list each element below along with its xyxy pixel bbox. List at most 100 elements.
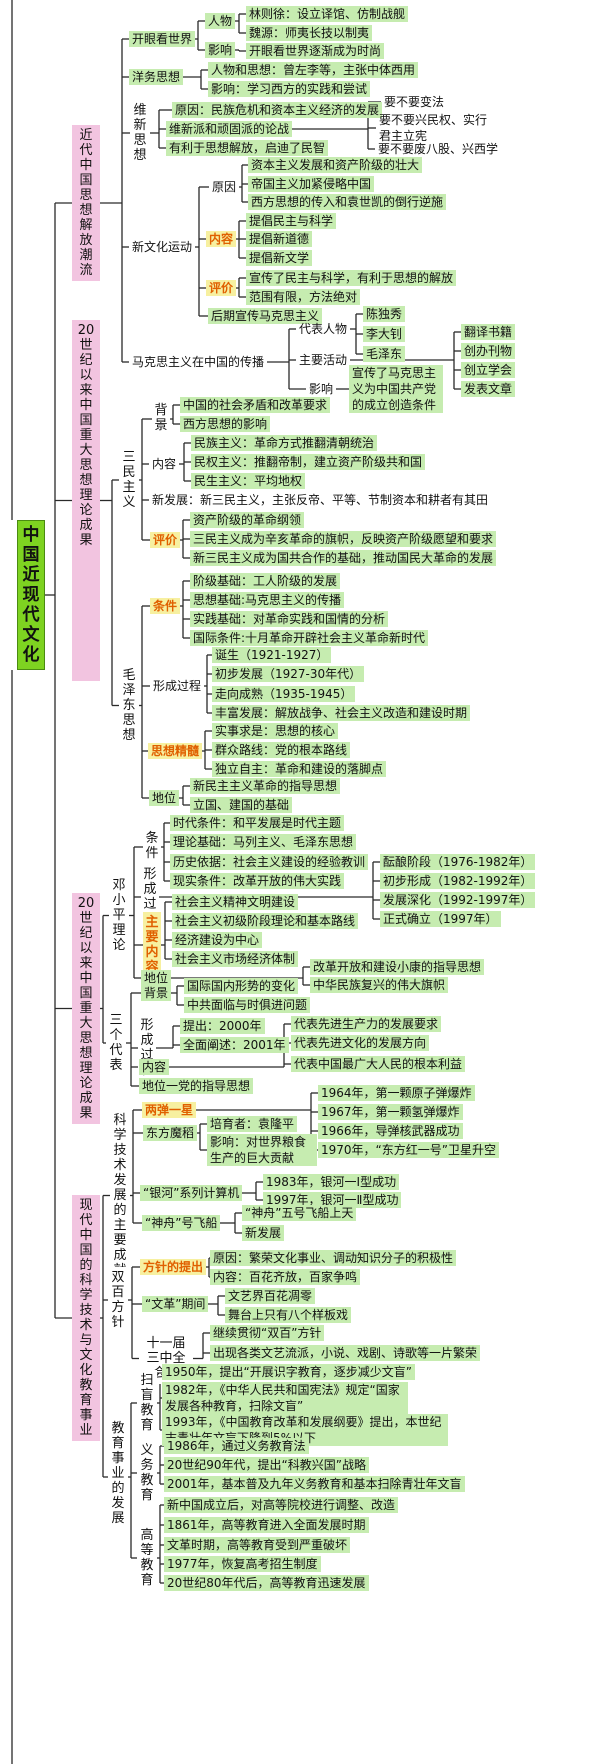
- leaf-node: 20世纪90年代，提出“科教兴国”战略: [164, 1457, 369, 1473]
- leaf-node: 要不要废八股、兴西学: [378, 142, 499, 156]
- leaf-node: 继续贯彻“双百”方针: [210, 1325, 325, 1341]
- leaf-node: 出现各类文艺流派，小说、戏剧、诗歌等一片繁荣: [210, 1345, 481, 1361]
- leaf-node: 社会主义初级阶段理论和基本路线: [172, 913, 359, 929]
- leaf-node: 民生主义：平均地权: [191, 473, 306, 489]
- leaf-node: 1982年，《中华人民共和国宪法》规定“国家发展各种教育，扫除文盲”: [162, 1382, 408, 1414]
- section-label: 现代中国的科学技术与文化教育事业: [72, 1195, 100, 1441]
- leaf-node: 中共面临与时俱进问题: [184, 997, 311, 1013]
- branch-node: 评价: [150, 532, 181, 548]
- leaf-node: 中国的社会矛盾和改革要求: [180, 397, 331, 413]
- leaf-node: 代表中国最广大人民的根本利益: [291, 1056, 466, 1072]
- leaf-node: 创办刊物: [461, 343, 516, 359]
- leaf-node: 1861年，高等教育进入全面发展时期: [164, 1517, 369, 1533]
- leaf-node: 初步形成（1982-1992年）: [380, 873, 536, 889]
- leaf-node: 发展深化（1992-1997年）: [380, 892, 536, 908]
- leaf-node: 文艺界百花凋零: [225, 1288, 316, 1304]
- branch-node: “银河”系列计算机: [140, 1185, 243, 1201]
- leaf-node: 群众路线：党的根本路线: [212, 742, 351, 758]
- branch-node: 背景: [152, 400, 170, 438]
- leaf-node: 代表先进生产力的发展要求: [291, 1016, 442, 1032]
- leaf-node: “神舟”五号飞船上天: [242, 1205, 357, 1221]
- leaf-node: 帝国主义加紧侵略中国: [248, 176, 375, 192]
- branch-node: 思想精髓: [148, 743, 203, 759]
- leaf-node: 代表先进文化的发展方向: [291, 1035, 430, 1051]
- leaf-node: 三民主义成为辛亥革命的旗帜，反映资产阶级愿望和要求: [190, 531, 497, 547]
- leaf-node: 现实条件：改革开放的伟大实践: [170, 873, 345, 889]
- leaf-node: 新民主主义革命的指导思想: [190, 778, 341, 794]
- leaf-node: 社会主义精神文明建设: [172, 894, 299, 910]
- leaf-node: 发表文章: [461, 381, 516, 397]
- leaf-node: 实事求是：思想的核心: [212, 723, 339, 739]
- branch-node: 义务教育: [137, 1440, 157, 1506]
- branch-node: 维新派和顽固派的论战: [166, 121, 293, 137]
- leaf-node: 影响：学习西方的实践和尝试: [208, 81, 371, 97]
- leaf-node: 资产阶级的革命纲领: [190, 512, 305, 528]
- leaf-node: 1970年，“东方红一号”卫星升空: [318, 1142, 499, 1158]
- leaf-node: 历史依据：社会主义建设的经验教训: [170, 854, 369, 870]
- leaf-node: 新中国成立后，对高等院校进行调整、改造: [164, 1497, 399, 1513]
- leaf-node: 原因：繁荣文化事业、调动知识分子的积极性: [210, 1250, 457, 1266]
- leaf-node: 舞台上只有八个样板戏: [225, 1307, 352, 1323]
- leaf-node: 1997年，银河一Ⅱ型成功: [263, 1192, 402, 1208]
- branch-node: 主要内容: [143, 912, 161, 978]
- leaf-node: 魏源：师夷长技以制夷: [246, 25, 373, 41]
- section-label: 20世纪以来中国重大思想理论成果: [72, 893, 100, 1124]
- leaf-node: 1967年，第一颗氢弹爆炸: [318, 1104, 463, 1120]
- branch-node: 开眼看世界: [129, 31, 196, 47]
- branch-node: 代表人物: [299, 322, 348, 336]
- leaf-node: 经济建设为中心: [172, 932, 263, 948]
- leaf-node: 1950年，提出“开展识字教育，逐步减少文盲”: [162, 1364, 415, 1380]
- leaf-node: 中华民族复兴的伟大旗帜: [310, 977, 449, 993]
- leaf-node: 林则徐：设立译馆、仿制战舰: [246, 6, 409, 22]
- branch-node: 主要活动: [299, 353, 348, 367]
- leaf-node: 范围有限，方法绝对: [246, 289, 361, 305]
- leaf-node: 提倡新文学: [246, 250, 313, 266]
- branch-node: 内容: [139, 1059, 170, 1075]
- leaf-node: 原因：民族危机和资本主义经济的发展: [172, 102, 383, 118]
- leaf-node: 阶级基础：工人阶级的发展: [190, 573, 341, 589]
- branch-node: 三个代表: [106, 1010, 126, 1076]
- leaf-node: 思想基础:马克思主义的传播: [190, 592, 345, 608]
- root-title: 中国近现代文化: [17, 520, 45, 670]
- leaf-node: 民族主义：革命方式推翻清朝统治: [191, 435, 378, 451]
- leaf-node: 国际国内形势的变化: [184, 978, 299, 994]
- leaf-node: 民权主义：推翻帝制，建立资产阶级共和国: [191, 454, 426, 470]
- branch-node: 两弹一星: [142, 1102, 197, 1118]
- leaf-node: 诞生（1921-1927）: [212, 647, 332, 663]
- branch-node: 洋务思想: [129, 69, 184, 85]
- branch-node: 人物: [205, 13, 236, 29]
- leaf-node: 国际条件:十月革命开辟社会主义革命新时代: [190, 630, 429, 646]
- leaf-node: 有利于思想解放，启迪了民智: [166, 140, 329, 156]
- leaf-node: 全面阐述：2001年: [180, 1037, 289, 1053]
- branch-node: 三民主义: [119, 447, 139, 513]
- leaf-node: 改革开放和建设小康的指导思想: [310, 959, 485, 975]
- leaf-node: 理论基础：马列主义、毛泽东思想: [170, 834, 357, 850]
- branch-node: 毛泽东思想: [119, 665, 139, 746]
- branch-node: 维新思想: [130, 100, 150, 166]
- branch-node: 教育事业的发展: [108, 1418, 128, 1536]
- leaf-node: 1986年，通过义务教育法: [164, 1438, 309, 1454]
- leaf-node: 1966年，导弹核武器成功: [318, 1123, 463, 1139]
- leaf-node: 2001年，基本普及九年义务教育和基本扫除青壮年文盲: [164, 1476, 465, 1492]
- leaf-node: 提出：2000年: [180, 1018, 265, 1034]
- leaf-node: 1983年，银河一Ⅰ型成功: [263, 1174, 400, 1190]
- branch-node: 双百方针: [108, 1267, 128, 1333]
- leaf-node: 提倡新道德: [246, 231, 313, 247]
- leaf-node: 宣传了马克思主义为中国共产党的成立创造条件: [349, 365, 443, 413]
- leaf-node: 时代条件：和平发展是时代主题: [170, 815, 345, 831]
- leaf-node: 初步发展（1927-30年代）: [212, 666, 365, 682]
- branch-node: 评价: [206, 280, 237, 296]
- leaf-node: 地位一党的指导思想: [139, 1078, 254, 1094]
- branch-node: 扫盲教育: [137, 1370, 157, 1436]
- branch-node: 内容: [152, 457, 177, 471]
- branch-node: 高等教育: [137, 1525, 157, 1591]
- leaf-node: 1964年，第一颗原子弹爆炸: [318, 1085, 475, 1101]
- branch-node: 邓小平理论: [109, 875, 129, 956]
- leaf-node: 毛泽东: [363, 346, 406, 362]
- leaf-node: 创立学会: [461, 362, 516, 378]
- leaf-node: 要不要兴民权、实行君主立宪: [379, 113, 488, 143]
- branch-node: 形成过程: [153, 679, 202, 693]
- branch-node: 方针的提出: [140, 1259, 207, 1275]
- leaf-node: 1977年，恢复高考招生制度: [164, 1556, 321, 1572]
- leaf-node: 开眼看世界逐渐成为时尚: [246, 43, 385, 59]
